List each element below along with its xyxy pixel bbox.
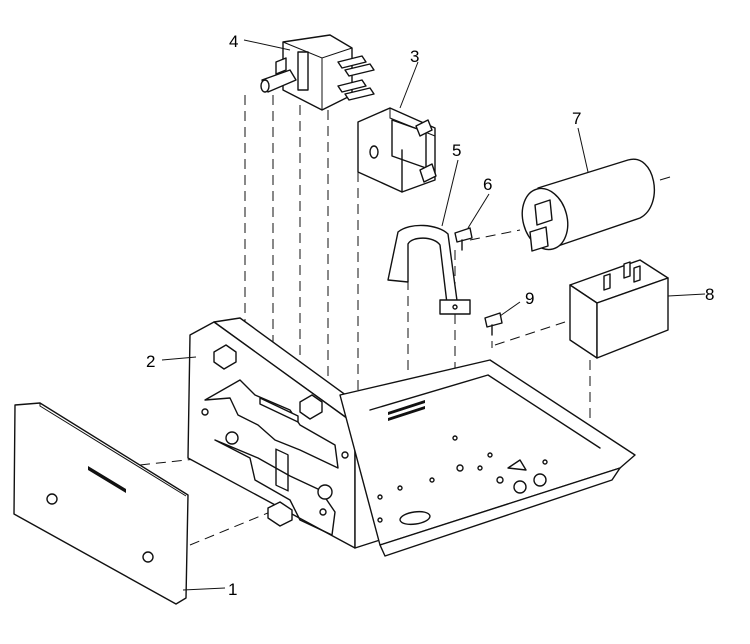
screw-9 (484, 312, 503, 336)
base-tray (339, 359, 636, 557)
callout-9: 9 (525, 289, 534, 308)
callout-6: 6 (483, 175, 492, 194)
start-device (569, 259, 669, 359)
screw-6 (454, 227, 473, 251)
callout-4: 4 (229, 32, 238, 51)
capacitor-strap (387, 224, 471, 315)
callout-3: 3 (410, 47, 419, 66)
callout-1: 1 (228, 580, 237, 599)
run-capacitor (521, 158, 671, 252)
callout-2: 2 (146, 352, 155, 371)
callout-7: 7 (572, 109, 581, 128)
assembly-dashed-lines (139, 95, 591, 546)
front-cover-plate (13, 402, 189, 605)
callout-5: 5 (452, 141, 461, 160)
rotary-switch (260, 34, 375, 111)
callout-8: 8 (705, 285, 714, 304)
relay (357, 107, 437, 193)
leader-lines (161, 39, 706, 591)
